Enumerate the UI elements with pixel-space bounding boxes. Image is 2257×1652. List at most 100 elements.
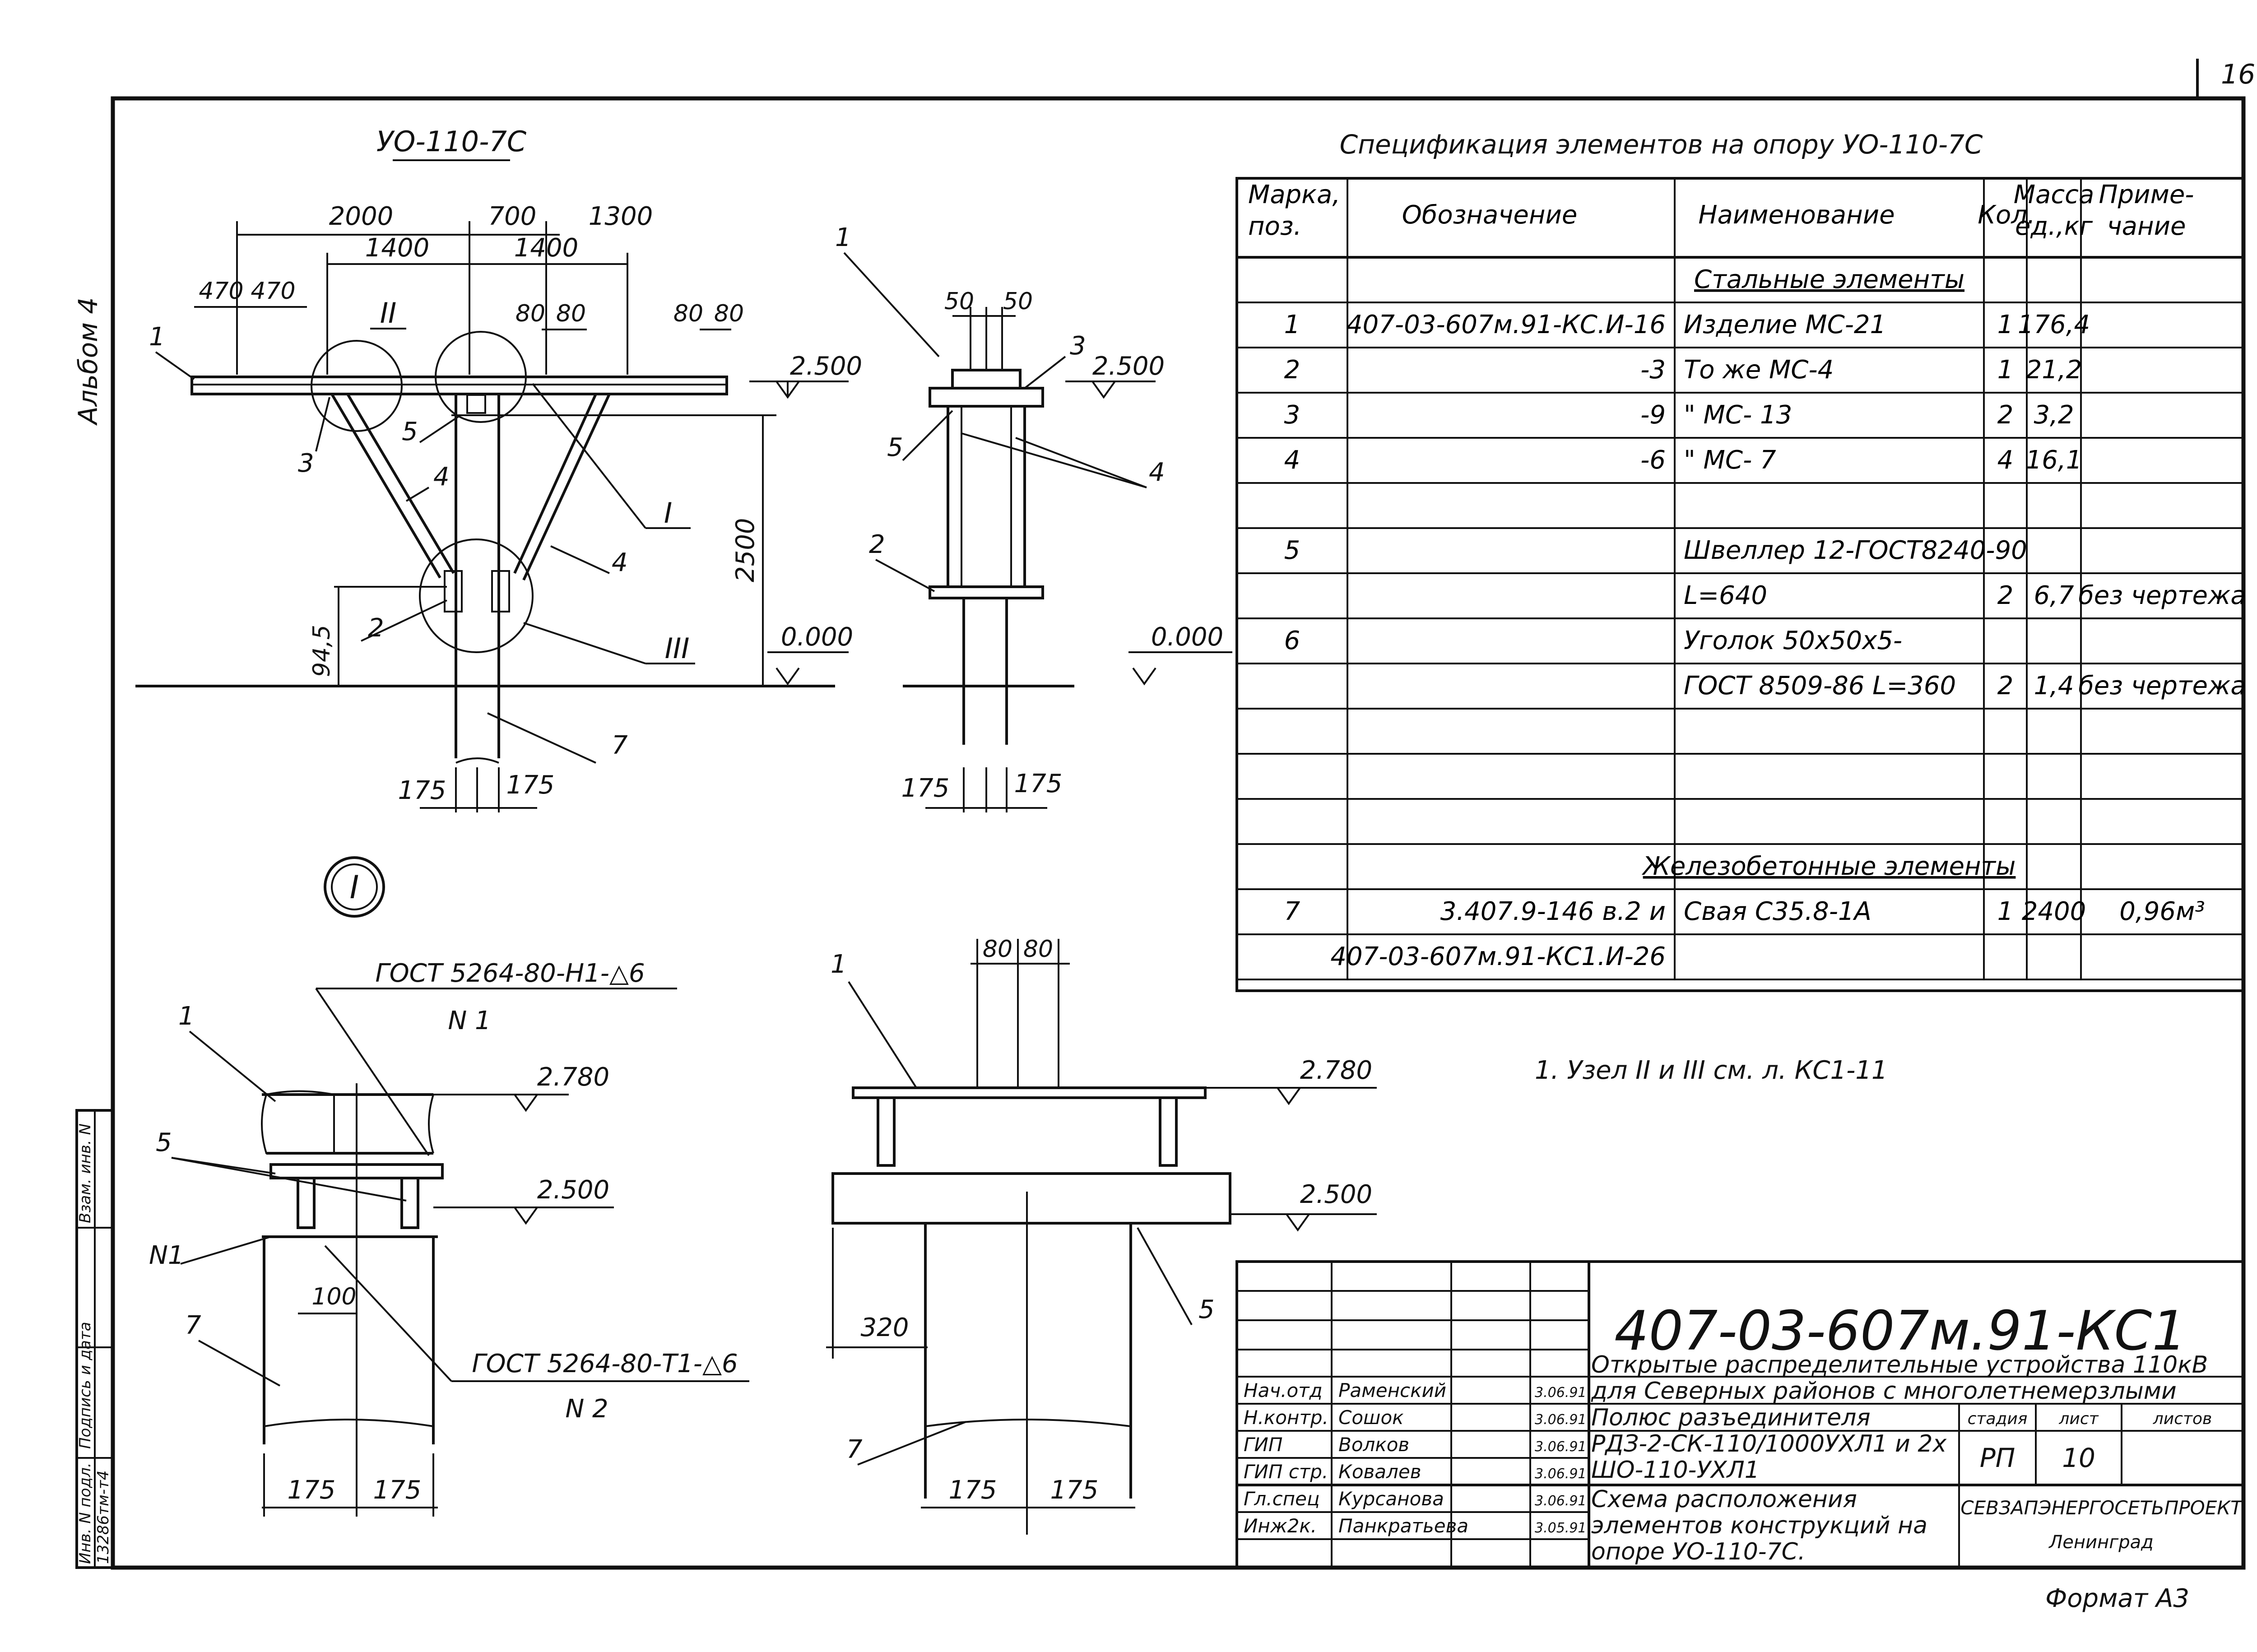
side-strip: Альбом 4 Взам. инв. N Подпись и дата Инв… — [73, 297, 114, 1569]
side-elev-0: 0.000 — [1151, 622, 1223, 652]
stamp-name-1: Сошок — [1338, 1406, 1404, 1429]
hdr-prim-2: чание — [2107, 212, 2186, 241]
spec-cell-r14-c5: 0,96м³ — [2119, 897, 2205, 926]
side-pos-2: 2 — [869, 530, 885, 559]
vzam-label: Взам. инв. N — [76, 1123, 94, 1223]
detR-bottom-dim-1: 175 — [1050, 1476, 1099, 1505]
stamp-date-2: 3.06.91 — [1535, 1439, 1587, 1455]
spec-cell-r7-c3: 2 — [1997, 581, 2014, 610]
spec-cell-r2-c3: 1 — [1997, 355, 2014, 385]
dim-small-1: 470 — [251, 278, 295, 305]
dim-mid-1: 1400 — [514, 233, 579, 263]
spec-cell-r1-c0: 1 — [1284, 310, 1300, 339]
n1-label: N 1 — [448, 1006, 491, 1035]
pos-4b: 4 — [612, 548, 628, 577]
sheet-label: лист — [2058, 1410, 2099, 1428]
spec-cell-r7-c5: без чертежа — [2078, 581, 2246, 610]
hdr-naimenovanie: Наименование — [1698, 200, 1895, 230]
detI-elev-2500: 2.500 — [537, 1175, 609, 1205]
spec-cell-r1-c3: 1 — [1997, 310, 2014, 339]
detI-elev-2780: 2.780 — [537, 1063, 609, 1092]
stamp-role-1: Н.контр. — [1244, 1406, 1328, 1429]
page-number: 16 — [2221, 59, 2255, 90]
side-pos-4: 4 — [1149, 458, 1165, 487]
detI-pos-7: 7 — [185, 1311, 201, 1340]
spec-cell-r14-c4: 2400 — [2022, 897, 2086, 926]
side-pos-3: 3 — [1070, 331, 1086, 361]
hdr-oboznachenie: Обозначение — [1402, 200, 1578, 230]
detR-dim-top-1: 80 — [1023, 936, 1053, 963]
detR-dim-top-0: 80 — [983, 936, 1012, 963]
pos-5: 5 — [402, 417, 418, 446]
dim-top-0: 2000 — [329, 202, 394, 231]
side-bottom-dim-1: 175 — [1014, 769, 1063, 798]
sheet-title-1-box: Полюс разъединителя РДЗ-2-СК-110/1000УХЛ… — [1591, 1405, 1947, 1484]
spec-cell-r8-c2: Уголок 50х50х5- — [1684, 626, 1902, 655]
dim-small-4: 80 — [673, 300, 703, 327]
project-title-box: Открытые распределительные устройства 11… — [1591, 1352, 2208, 1406]
sheet-title-1: Полюс разъединителя РДЗ-2-СК-110/1000УХЛ… — [1591, 1405, 1947, 1484]
dim-top-1: 700 — [488, 202, 537, 231]
stamp-role-0: Нач.отд — [1244, 1379, 1323, 1401]
node-I-marker: I — [664, 497, 672, 529]
dim-mid-0: 1400 — [365, 233, 430, 263]
spec-cell-r2-c4: 21,2 — [2026, 355, 2082, 385]
spec-cell-r3-c2: " МС- 13 — [1684, 400, 1792, 430]
dim-top-2: 1300 — [589, 202, 653, 231]
pos-3: 3 — [298, 449, 314, 478]
elev-0: 0.000 — [781, 622, 853, 652]
spec-table: Спецификация элементов на опору УО-110-7… — [1235, 129, 2246, 992]
spec-cell-r7-c2: L=640 — [1684, 581, 1767, 610]
hdr-marka-1: Марка, — [1248, 180, 1340, 209]
hdr-massa-2: ед.,кг — [2015, 212, 2093, 241]
spec-cell-r8-c0: 6 — [1284, 626, 1300, 655]
side-view: 50 50 2.500 0.000 175 175 1 2 3 4 5 — [835, 223, 1232, 812]
spec-header: Марка, поз. Обозначение Наименование Кол… — [1248, 180, 2194, 241]
spec-cell-r3-c0: 3 — [1284, 400, 1300, 430]
spec-cell-r3-c4: 3,2 — [2034, 400, 2074, 430]
pos-4a: 4 — [433, 462, 450, 492]
stamp-role-2: ГИП — [1244, 1434, 1282, 1456]
title-block: 407-03-607м.91-КС1 Открытые распределите… — [1235, 1260, 2245, 1569]
spec-cell-r6-c2: Швеллер 12-ГОСТ8240-90 — [1684, 536, 2027, 565]
bottom-dim-0: 175 — [398, 776, 446, 805]
dim-small-2: 80 — [515, 300, 545, 327]
spec-cell-r2-c2: То же МС-4 — [1684, 355, 1834, 385]
main-view: УО-110-7С 2000 700 1300 1400 1400 470 47… — [135, 125, 862, 812]
spec-cell-r1-c1: 407-03-607м.91-КС.И-16 — [1347, 310, 1666, 339]
side-bottom-dim-0: 175 — [901, 774, 950, 803]
detail-right: 80 80 2.780 2.500 320 175 175 1 5 7 — [826, 936, 1377, 1535]
detR-pos-1: 1 — [831, 950, 847, 979]
detR-elev-2780: 2.780 — [1300, 1056, 1372, 1085]
sheets-label: листов — [2153, 1410, 2212, 1428]
sheet-value: 10 — [2062, 1443, 2095, 1473]
note: 1. Узел II и III см. л. КС1-11 — [1535, 1056, 1888, 1085]
spec-cell-r14-c2: Свая С35.8-1А — [1684, 897, 1872, 926]
spec-cell-r2-c0: 2 — [1284, 355, 1300, 385]
spec-cell-r9-c5: без чертежа — [2078, 671, 2246, 701]
stamp-date-3: 3.06.91 — [1535, 1466, 1587, 1482]
sheet-title-2: Схема расположения элементов конструкций… — [1591, 1486, 1927, 1565]
album-label: Альбом 4 — [73, 297, 103, 426]
stamp-name-5: Панкратьева — [1338, 1515, 1468, 1537]
elev-2500: 2.500 — [790, 352, 862, 381]
stamp-name-2: Волков — [1338, 1434, 1409, 1456]
podpis-label: Подпись и дата — [76, 1322, 94, 1449]
main-view-title: УО-110-7С — [376, 125, 527, 158]
spec-grid — [1237, 178, 2243, 980]
stamp-date-5: 3.05.91 — [1535, 1520, 1587, 1536]
spec-cell-r9-c2: ГОСТ 8509-86 L=360 — [1684, 671, 1956, 701]
spec-cell-r4-c0: 4 — [1284, 445, 1300, 475]
spec-cell-r14-c0: 7 — [1284, 897, 1300, 926]
detI-bottom-dim-1: 175 — [373, 1476, 422, 1505]
dim-small-3: 80 — [556, 300, 586, 327]
detI-pos-1: 1 — [178, 1002, 195, 1031]
stage-value: РП — [1980, 1443, 2016, 1473]
detI-pos-5: 5 — [156, 1128, 172, 1157]
spec-cell-r9-c3: 2 — [1997, 671, 2014, 701]
side-pos-5: 5 — [887, 433, 903, 462]
spec-cell-r1-c2: Изделие МС-21 — [1684, 310, 1886, 339]
